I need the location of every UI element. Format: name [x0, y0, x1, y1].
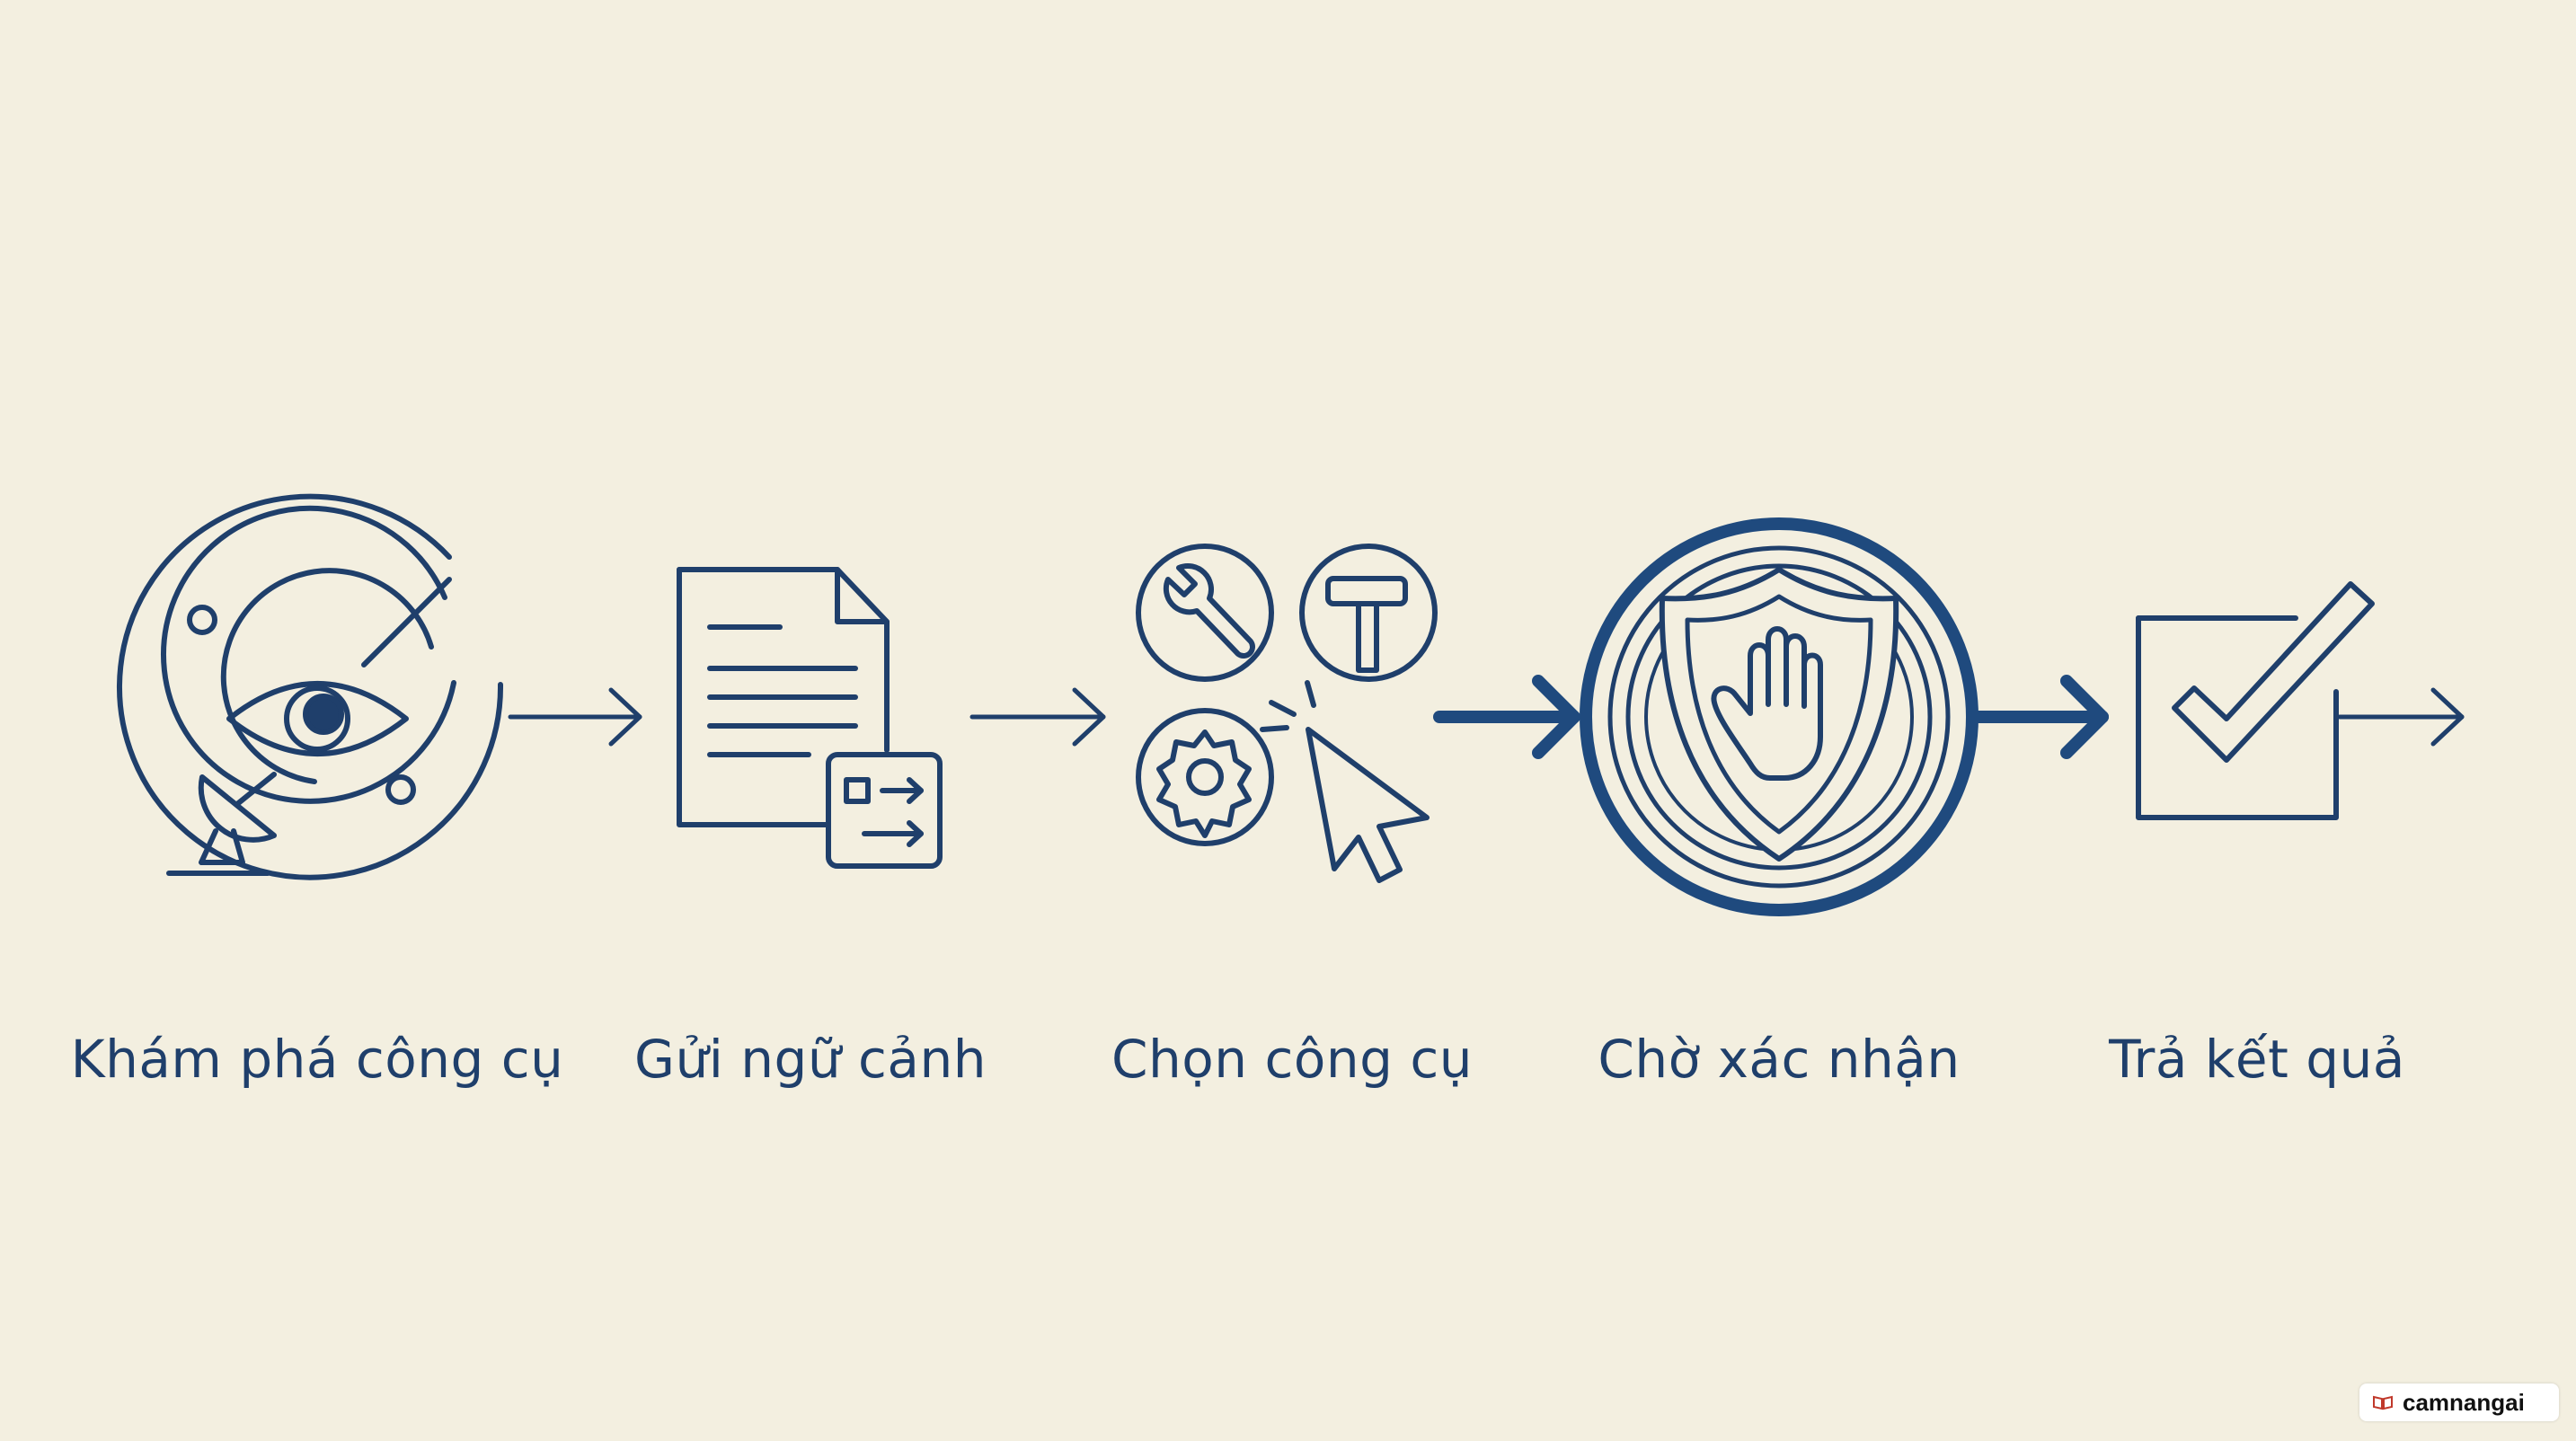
- step-label-chon-cong-cu: Chọn công cụ: [1111, 1029, 1473, 1090]
- arrow-4-5: [1967, 675, 2109, 759]
- shield-hand-icon: [1580, 517, 1978, 916]
- watermark-badge: camnangai: [2359, 1384, 2559, 1421]
- watermark-text: camnangai: [2403, 1388, 2525, 1416]
- radar-eye-satellite-icon: [117, 493, 504, 880]
- step-label-kham-pha: Khám phá công cụ: [70, 1029, 564, 1090]
- step-label-cho-xac-nhan: Chờ xác nhận: [1598, 1029, 1961, 1090]
- document-send-icon: [677, 567, 943, 869]
- checkbox-check-icon: [2136, 581, 2375, 820]
- arrow-2-3: [969, 687, 1106, 747]
- arrow-5-out: [2337, 687, 2465, 747]
- arrow-3-4: [1433, 675, 1580, 759]
- step-label-tra-ket-qua: Trả kết quả: [2109, 1029, 2405, 1090]
- arrow-1-2: [508, 687, 642, 747]
- tools-cursor-icon: [1136, 544, 1438, 883]
- step-label-gui-ngu-canh: Gửi ngữ cảnh: [634, 1029, 987, 1090]
- book-icon: [2373, 1395, 2393, 1410]
